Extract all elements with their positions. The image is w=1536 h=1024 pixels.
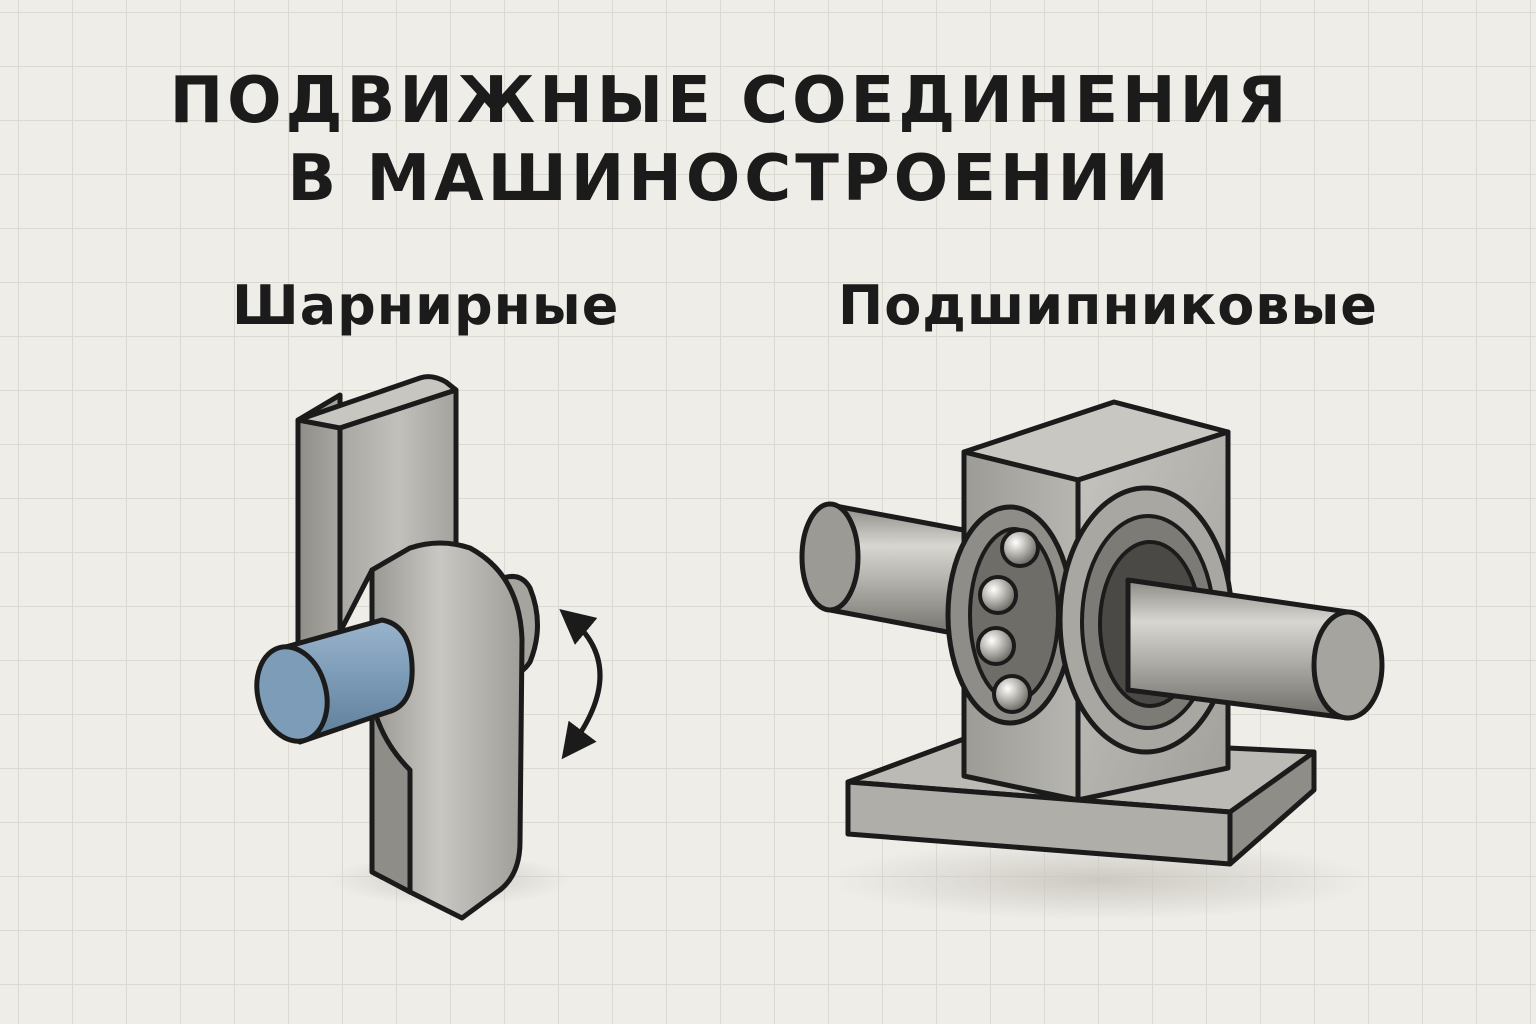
bearing-ball (992, 674, 1032, 714)
bearing-base-right (1227, 749, 1317, 867)
bearing-shaft-right-end (1311, 609, 1385, 721)
double-arrow-rotation-icon (559, 609, 603, 760)
bearing-joint-label: Подшипниковые (838, 274, 1378, 337)
bearing-ball (976, 626, 1016, 666)
hinge-pin-end (254, 644, 330, 744)
hinge-joint-label: Шарнирные (232, 274, 620, 337)
bearing-ball (978, 575, 1018, 615)
hinge-plate-top (295, 374, 459, 431)
hinge-joint-illustration (254, 374, 603, 921)
hinge-link-front (369, 540, 525, 921)
title-line-2: В МАШИНОСТРОЕНИИ (287, 142, 1173, 216)
bearing-shaft-left-end (799, 501, 861, 613)
hinge-plate-side (295, 392, 343, 653)
page-title: ПОДВИЖНЫЕ СОЕДИНЕНИЯ В МАШИНОСТРОЕНИИ (0, 62, 1460, 218)
title-line-1: ПОДВИЖНЫЕ СОЕДИНЕНИЯ (169, 64, 1291, 138)
bearing-joint-illustration (799, 399, 1385, 920)
bearing-ball (1000, 528, 1040, 568)
